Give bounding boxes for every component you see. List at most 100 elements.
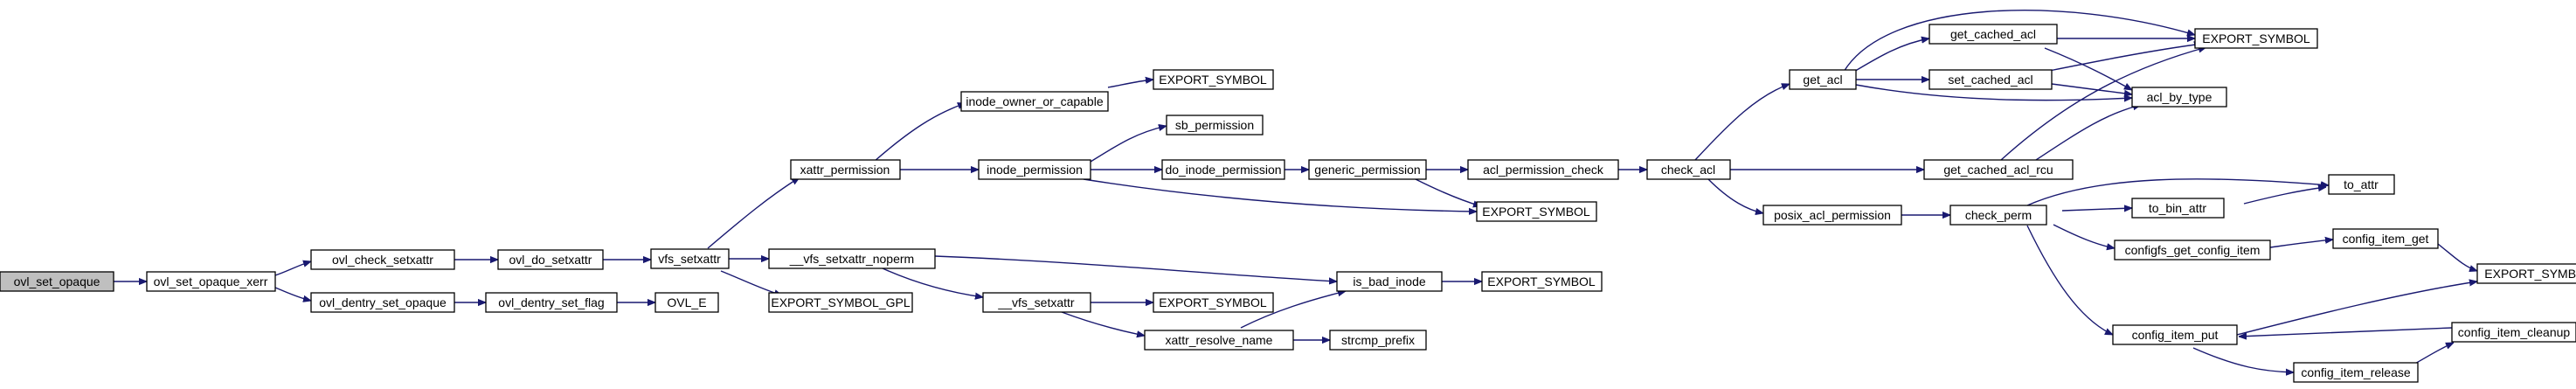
node-ovl-set-opaque[interactable]: ovl_set_opaque bbox=[0, 271, 114, 292]
node-label: ovl_do_setxattr bbox=[509, 253, 592, 267]
edge-n36-n37 bbox=[2269, 240, 2333, 248]
node-ovl-set-opaque-xerr[interactable]: ovl_set_opaque_xerr bbox=[146, 271, 276, 292]
node-check-acl[interactable]: check_acl bbox=[1646, 159, 1731, 180]
node-label: EXPORT_SYMBOL bbox=[1159, 295, 1267, 309]
edge-n38-n39 bbox=[2236, 281, 2477, 336]
node-label: inode_permission bbox=[987, 163, 1083, 177]
edge-n33-n36 bbox=[2053, 224, 2115, 248]
node-label: acl_permission_check bbox=[1483, 163, 1604, 177]
node-strcmp-prefix[interactable]: strcmp_prefix bbox=[1329, 330, 1427, 351]
node-label: to_bin_attr bbox=[2149, 201, 2206, 215]
edge-n25-n26 bbox=[1694, 84, 1790, 161]
node-export-symbol-6[interactable]: EXPORT_SYMBOL bbox=[2476, 263, 2576, 284]
node-label: get_acl bbox=[1803, 73, 1842, 87]
node-export-symbol-1[interactable]: EXPORT_SYMBOL bbox=[1153, 69, 1274, 90]
node-config-item-put[interactable]: config_item_put bbox=[2112, 324, 2238, 345]
node-acl-permission-check[interactable]: acl_permission_check bbox=[1467, 159, 1619, 180]
node-label: config_item_cleanup bbox=[2458, 325, 2571, 339]
edge-n8-n11 bbox=[873, 103, 966, 163]
node-label: ovl_set_opaque bbox=[14, 274, 100, 288]
node-label: EXPORT_SYMBOL bbox=[1159, 73, 1267, 87]
node-ovl-e[interactable]: OVL_E bbox=[654, 292, 719, 313]
edge-n20-n22 bbox=[1415, 178, 1481, 206]
node-label: EXPORT_SYMBOL bbox=[2202, 31, 2310, 45]
node-label: EXPORT_SYMBOL bbox=[2484, 267, 2576, 281]
node-config-item-release[interactable]: config_item_release bbox=[2293, 362, 2419, 383]
edge-n28-n32 bbox=[2044, 47, 2132, 91]
node-label: ovl_dentry_set_flag bbox=[498, 295, 604, 309]
node-posix-acl-permission[interactable]: posix_acl_permission bbox=[1762, 205, 1902, 226]
node-export-symbol-3[interactable]: EXPORT_SYMBOL bbox=[1476, 201, 1597, 222]
node-sb-permission[interactable]: sb_permission bbox=[1166, 115, 1264, 135]
node-acl-by-type[interactable]: acl_by_type bbox=[2131, 87, 2227, 108]
node-export-symbol-5[interactable]: EXPORT_SYMBOL bbox=[2194, 28, 2318, 49]
node-do-inode-permission[interactable]: do_inode_permission bbox=[1161, 159, 1285, 180]
edge-n30-n32 bbox=[2035, 105, 2141, 161]
node-label: config_item_put bbox=[2132, 328, 2219, 342]
node-inode-owner-or-capable[interactable]: inode_owner_or_capable bbox=[960, 91, 1109, 112]
node-label: xattr_resolve_name bbox=[1166, 333, 1273, 347]
node-config-item-get[interactable]: config_item_get bbox=[2332, 228, 2439, 249]
node-vfs-setxattr-inner[interactable]: __vfs_setxattr bbox=[982, 292, 1091, 313]
node-label: configfs_get_config_item bbox=[2125, 243, 2261, 257]
node-get-acl[interactable]: get_acl bbox=[1789, 69, 1857, 90]
node-label: get_cached_acl bbox=[1950, 27, 2036, 41]
node-label: xattr_permission bbox=[800, 163, 890, 177]
node-ovl-dentry-set-flag[interactable]: ovl_dentry_set_flag bbox=[485, 292, 618, 313]
edge-n26-n28 bbox=[1852, 38, 1929, 73]
node-export-symbol-4[interactable]: EXPORT_SYMBOL bbox=[1481, 271, 1603, 292]
node-label: ovl_set_opaque_xerr bbox=[154, 274, 268, 288]
node-vfs-setxattr-noperm[interactable]: __vfs_setxattr_noperm bbox=[768, 248, 936, 269]
node-get-cached-acl[interactable]: get_cached_acl bbox=[1929, 24, 2058, 45]
edge-n1-n3 bbox=[274, 287, 311, 301]
edge-n13-n22 bbox=[1083, 178, 1477, 212]
node-label: vfs_setxattr bbox=[658, 252, 721, 266]
node-ovl-dentry-set-opaque[interactable]: ovl_dentry_set_opaque bbox=[310, 292, 455, 313]
call-edges bbox=[114, 10, 2477, 372]
node-label: generic_permission bbox=[1314, 163, 1420, 177]
node-label: acl_by_type bbox=[2147, 90, 2212, 104]
node-check-perm[interactable]: check_perm bbox=[1949, 205, 2047, 226]
node-label: config_item_get bbox=[2343, 232, 2429, 246]
node-label: ovl_check_setxattr bbox=[332, 253, 433, 267]
node-label: EXPORT_SYMBOL_GPL bbox=[771, 295, 910, 309]
edge-n33-n35 bbox=[2061, 208, 2132, 211]
edge-n1-n2 bbox=[274, 261, 311, 276]
edge-n33-n38 bbox=[2026, 225, 2113, 336]
node-export-symbol-gpl[interactable]: EXPORT_SYMBOL_GPL bbox=[768, 292, 913, 313]
node-xattr-resolve-name[interactable]: xattr_resolve_name bbox=[1144, 330, 1294, 351]
node-get-cached-acl-rcu[interactable]: get_cached_acl_rcu bbox=[1923, 159, 2074, 180]
node-ovl-do-setxattr[interactable]: ovl_do_setxattr bbox=[497, 249, 604, 270]
node-xattr-permission[interactable]: xattr_permission bbox=[790, 159, 901, 180]
node-export-symbol-2[interactable]: EXPORT_SYMBOL bbox=[1153, 292, 1274, 313]
node-to-attr[interactable]: to_attr bbox=[2328, 174, 2395, 195]
edge-n11-n12 bbox=[1107, 80, 1153, 88]
node-label: ovl_dentry_set_opaque bbox=[319, 295, 447, 309]
node-set-cached-acl[interactable]: set_cached_acl bbox=[1929, 69, 2053, 90]
node-vfs-setxattr[interactable]: vfs_setxattr bbox=[650, 248, 730, 269]
node-generic-permission[interactable]: generic_permission bbox=[1308, 159, 1427, 180]
node-to-bin-attr[interactable]: to_bin_attr bbox=[2131, 198, 2225, 219]
edge-n13-n14 bbox=[1090, 126, 1167, 163]
edge-n37-n39 bbox=[2437, 243, 2477, 271]
node-is-bad-inode[interactable]: is_bad_inode bbox=[1336, 271, 1443, 292]
edge-n16-n18 bbox=[1061, 311, 1145, 336]
edge-n29-n31 bbox=[2048, 44, 2202, 72]
node-label: is_bad_inode bbox=[1353, 274, 1426, 288]
node-label: inode_owner_or_capable bbox=[966, 94, 1103, 108]
edge-n33-n34 bbox=[2026, 178, 2329, 206]
node-configfs-get-config-item[interactable]: configfs_get_config_item bbox=[2114, 240, 2271, 260]
edge-n7-n8 bbox=[707, 177, 800, 249]
edge-n9-n16 bbox=[882, 267, 983, 297]
node-config-item-cleanup[interactable]: config_item_cleanup bbox=[2451, 322, 2576, 343]
node-label: check_acl bbox=[1661, 163, 1715, 177]
node-label: to_attr bbox=[2344, 177, 2379, 191]
edge-n38-n41 bbox=[2192, 347, 2294, 372]
edge-n9-n23 bbox=[934, 255, 1337, 281]
node-inode-permission[interactable]: inode_permission bbox=[978, 159, 1091, 180]
node-ovl-check-setxattr[interactable]: ovl_check_setxattr bbox=[310, 249, 455, 270]
node-label: posix_acl_permission bbox=[1774, 208, 1891, 222]
node-label: set_cached_acl bbox=[1948, 73, 2032, 87]
edge-n18-n23 bbox=[1240, 291, 1346, 329]
